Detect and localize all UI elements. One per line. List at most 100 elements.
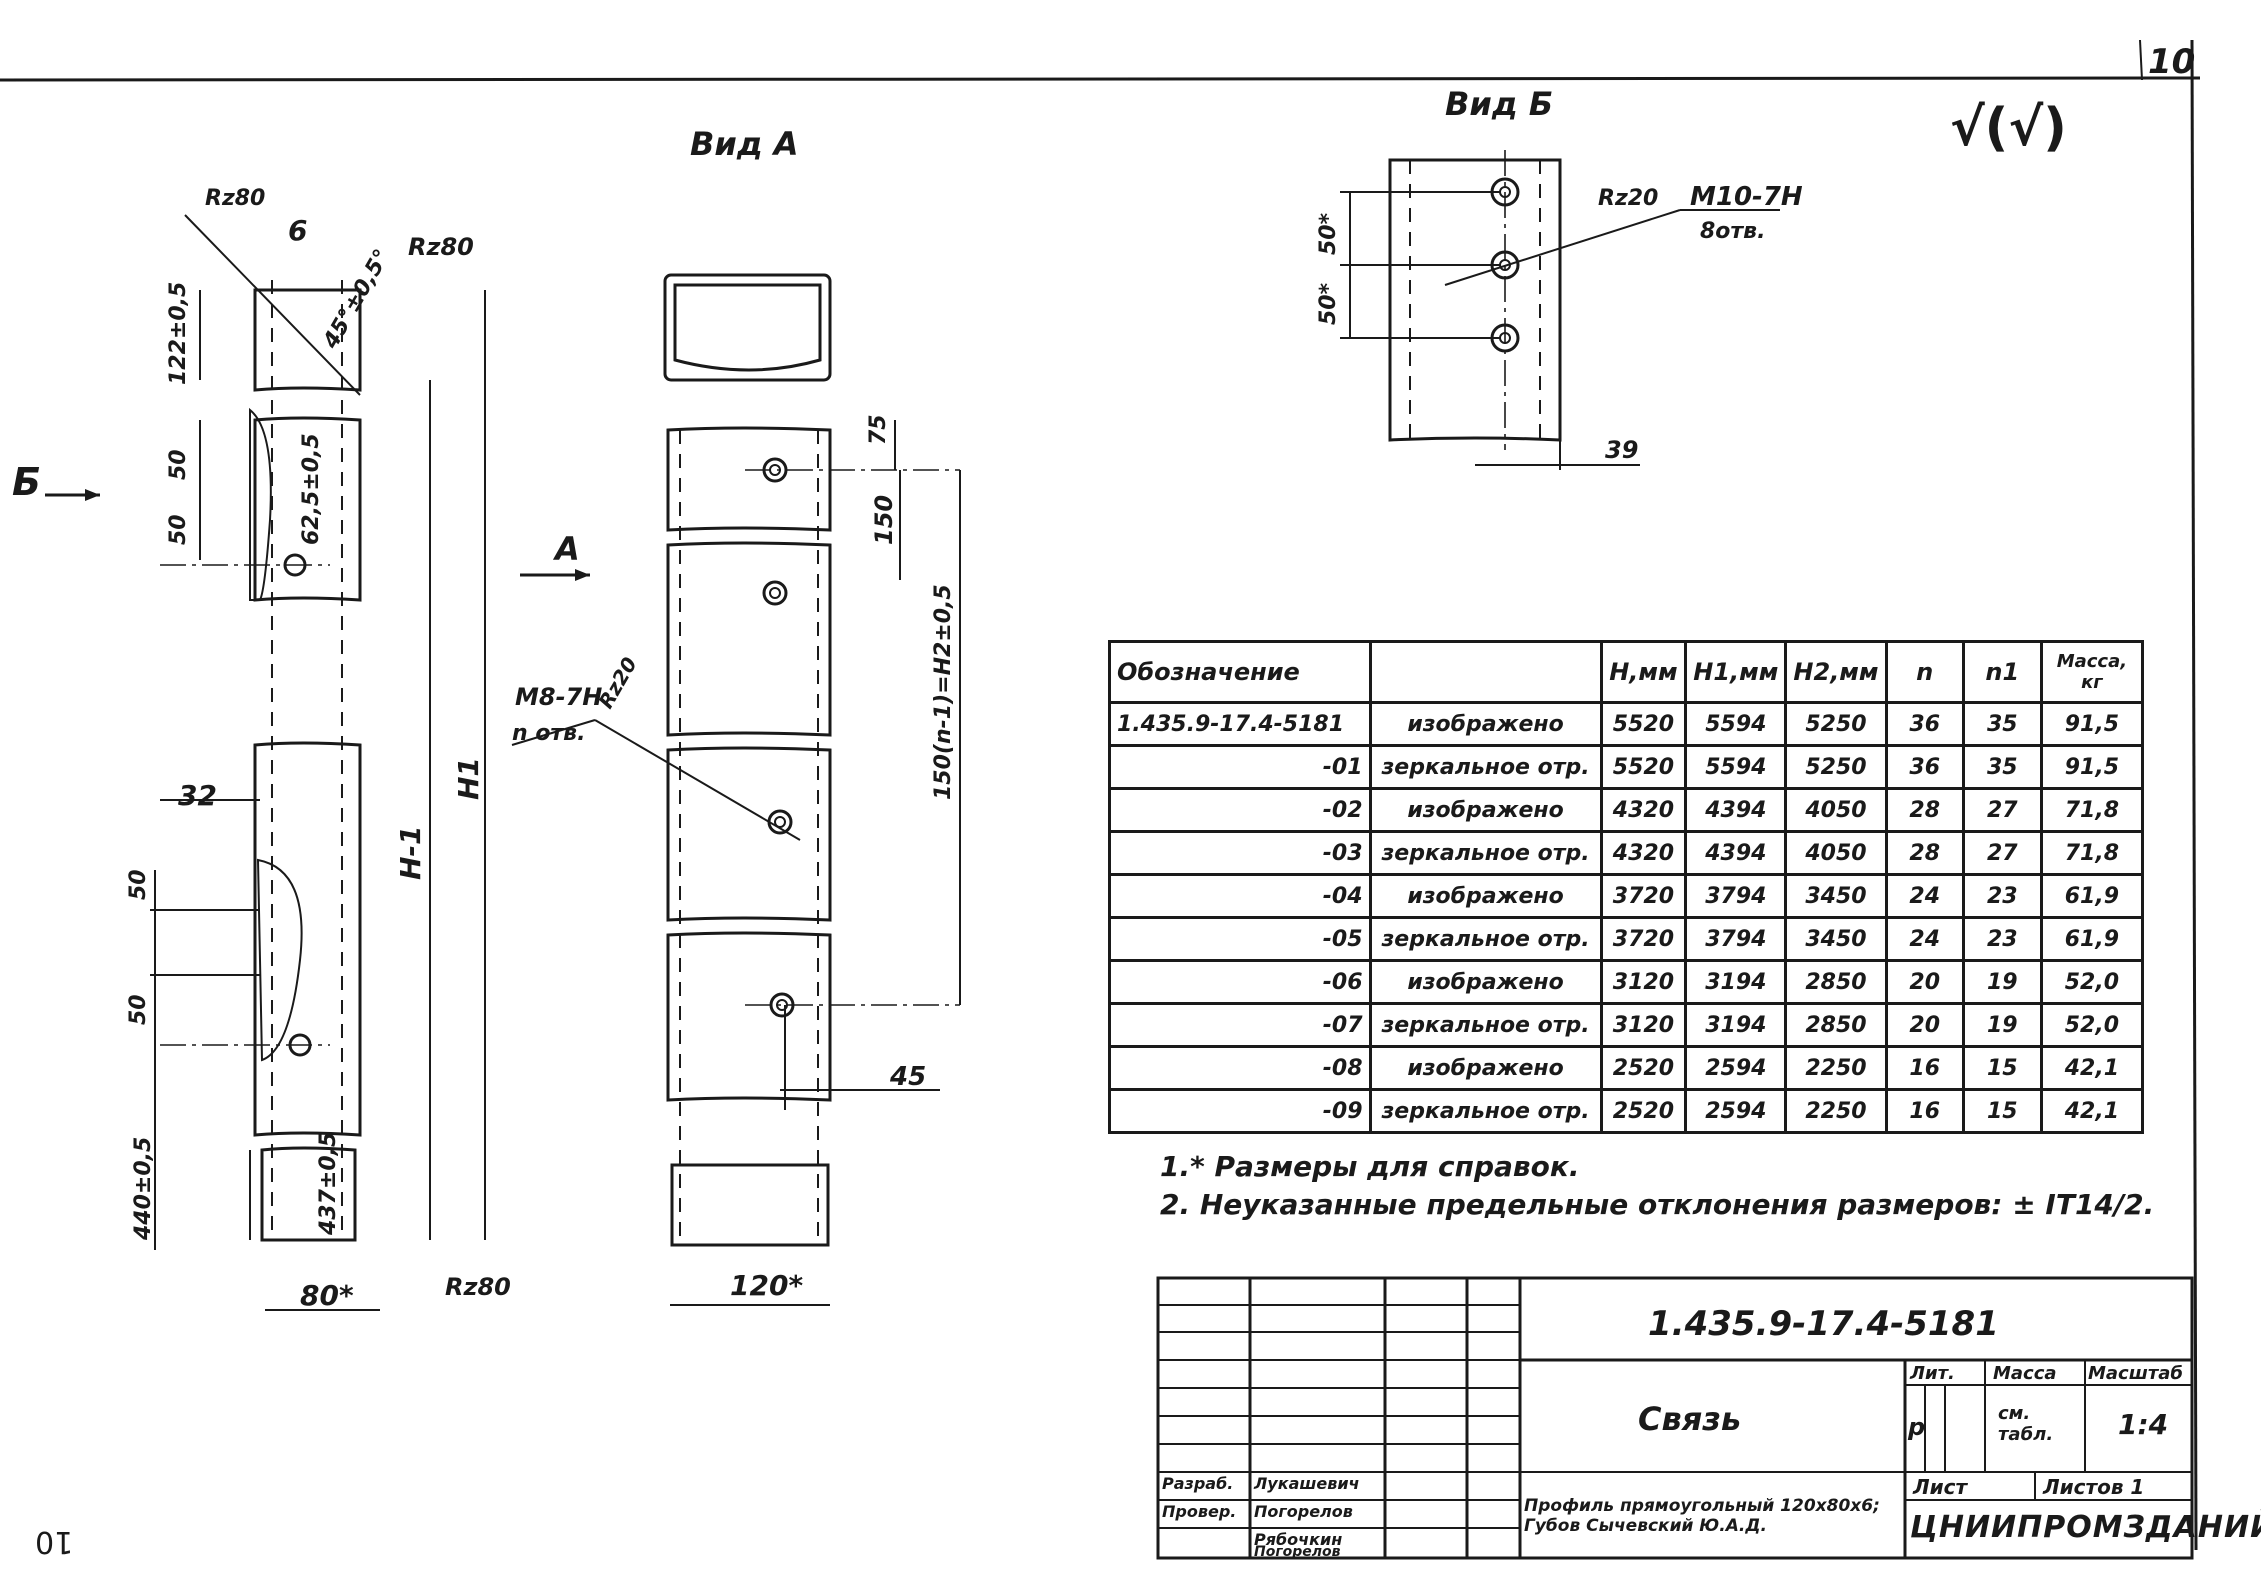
- cell: -05: [1108, 916, 1372, 962]
- cell: 5250: [1784, 744, 1888, 790]
- lit-value: р: [1908, 1413, 1926, 1441]
- table-row: -02 изображено 4320 4394 4050 28 27 71,8: [1108, 787, 2145, 833]
- cell: 5594: [1684, 744, 1788, 790]
- cell: 5520: [1599, 701, 1688, 747]
- cell: 4394: [1684, 830, 1788, 876]
- cell: 52,0: [2039, 959, 2145, 1005]
- cell: 91,5: [2039, 744, 2145, 790]
- material-spec: Профиль прямоугольный 120х80х6; Губов Сы…: [1524, 1496, 1880, 1536]
- table-row: -03 зеркальное отр. 4320 4394 4050 28 27…: [1108, 830, 2145, 876]
- dim-122: 122±0,5: [166, 282, 191, 385]
- cell: -03: [1108, 830, 1372, 876]
- table-row: -06 изображено 3120 3194 2850 20 19 52,0: [1108, 959, 2145, 1005]
- cell: 91,5: [2039, 701, 2145, 747]
- part-name: Связь: [1638, 1400, 1742, 1438]
- title-block-grid: [1156, 1276, 2194, 1560]
- dim-h1: H1: [452, 757, 485, 800]
- cell: 16: [1884, 1088, 1965, 1134]
- view-a-front-profile: [511, 273, 961, 1306]
- cell: зеркальное отр.: [1368, 916, 1603, 962]
- doc-code: 1.435.9-17.4-5181: [1648, 1304, 1999, 1344]
- cell: 35: [1961, 744, 2043, 790]
- cell: 3194: [1684, 959, 1788, 1005]
- cell: 2520: [1599, 1088, 1688, 1134]
- cell: 71,8: [2039, 787, 2145, 833]
- person-4: Погорелов: [1254, 1544, 1341, 1560]
- table-header: Обозначение H,мм H1,мм H2,мм n n1 Масса,…: [1108, 640, 2145, 704]
- view-b-detail: [1340, 150, 1780, 470]
- cell: зеркальное отр.: [1368, 1002, 1603, 1048]
- scale-value: 1:4: [2118, 1408, 2169, 1441]
- dim-437: 437±0,5: [316, 1132, 341, 1236]
- cell: -02: [1108, 787, 1372, 833]
- cell: изображено: [1368, 787, 1603, 833]
- cell: 3450: [1784, 916, 1888, 962]
- cell: 36: [1884, 744, 1965, 790]
- cell: 16: [1884, 1045, 1965, 1091]
- col-designation: Обозначение: [1108, 640, 1372, 704]
- cell: 5520: [1599, 744, 1688, 790]
- arrow-b-label: Б: [12, 460, 41, 504]
- cell: 4320: [1599, 830, 1688, 876]
- cell: 3450: [1784, 873, 1888, 919]
- sheet-number: 10: [2148, 42, 2196, 82]
- cell: 2250: [1784, 1045, 1888, 1091]
- cell: 3720: [1599, 873, 1688, 919]
- dim-50a: 50: [166, 449, 191, 480]
- role-2: Провер.: [1162, 1502, 1237, 1521]
- note-2: 2. Неуказанные предельные отклонения раз…: [1160, 1188, 2155, 1221]
- cell: 3720: [1599, 916, 1688, 962]
- col-n1: n1: [1961, 640, 2043, 704]
- cell: 4050: [1784, 787, 1888, 833]
- cell: зеркальное отр.: [1368, 744, 1603, 790]
- table-row: -04 изображено 3720 3794 3450 24 23 61,9: [1108, 873, 2145, 919]
- cell: 52,0: [2039, 1002, 2145, 1048]
- cell: изображено: [1368, 959, 1603, 1005]
- rz80-top: Rz80: [205, 186, 265, 211]
- person-1: Лукашевич: [1254, 1474, 1360, 1493]
- cell: 2594: [1684, 1088, 1788, 1134]
- cell: 1.435.9-17.4-5181: [1108, 701, 1372, 747]
- thread-m10-holes: 8отв.: [1700, 219, 1765, 244]
- cell: 61,9: [2039, 873, 2145, 919]
- cell: зеркальное отр.: [1368, 1088, 1603, 1134]
- col-h2: H2,мм: [1784, 640, 1888, 704]
- thread-m8-holes: n отв.: [512, 721, 585, 746]
- cell: 3194: [1684, 1002, 1788, 1048]
- col-h: H,мм: [1599, 640, 1688, 704]
- dim-50c: 50: [126, 869, 151, 900]
- cell: -01: [1108, 744, 1372, 790]
- cell: 20: [1884, 1002, 1965, 1048]
- person-2: Погорелов: [1254, 1502, 1353, 1521]
- cell: 42,1: [2039, 1088, 2145, 1134]
- mass-value: см. табл.: [1998, 1403, 2054, 1445]
- dim-62: 62,5±0,5: [299, 433, 324, 545]
- sheets-label: Листов 1: [2043, 1475, 2145, 1499]
- col-variant: [1368, 640, 1603, 704]
- table-row: -08 изображено 2520 2594 2250 16 15 42,1: [1108, 1045, 2145, 1091]
- sheet-label: Лист: [1913, 1475, 1968, 1499]
- table-row: -09 зеркальное отр. 2520 2594 2250 16 15…: [1108, 1088, 2145, 1134]
- cell: 5594: [1684, 701, 1788, 747]
- thread-m10: M10-7H: [1690, 182, 1803, 212]
- dim-pitch: 150(n-1)=H2±0,5: [931, 584, 956, 800]
- drawing-notes: 1.* Размеры для справок. 2. Неуказанные …: [1160, 1148, 2154, 1224]
- col-n: n: [1884, 640, 1965, 704]
- cell: 71,8: [2039, 830, 2145, 876]
- dim-75: 75: [866, 414, 891, 445]
- view-a-label: Вид А: [690, 125, 799, 163]
- title-block: 1.435.9-17.4-5181 Связь Профиль прямоуго…: [1158, 1278, 2261, 1560]
- lit-label: Лит.: [1910, 1363, 1955, 1384]
- role-1: Разраб.: [1162, 1474, 1234, 1493]
- cell: -07: [1108, 1002, 1372, 1048]
- cell: 36: [1884, 701, 1965, 747]
- cell: 4050: [1784, 830, 1888, 876]
- dim-b-50a: 50*: [1316, 212, 1341, 255]
- dim-440: 440±0,5: [131, 1137, 156, 1241]
- cell: -08: [1108, 1045, 1372, 1091]
- cell: 3120: [1599, 959, 1688, 1005]
- dim-6: 6: [288, 214, 307, 247]
- cell: -04: [1108, 873, 1372, 919]
- cell: 2520: [1599, 1045, 1688, 1091]
- col-h1: H1,мм: [1684, 640, 1788, 704]
